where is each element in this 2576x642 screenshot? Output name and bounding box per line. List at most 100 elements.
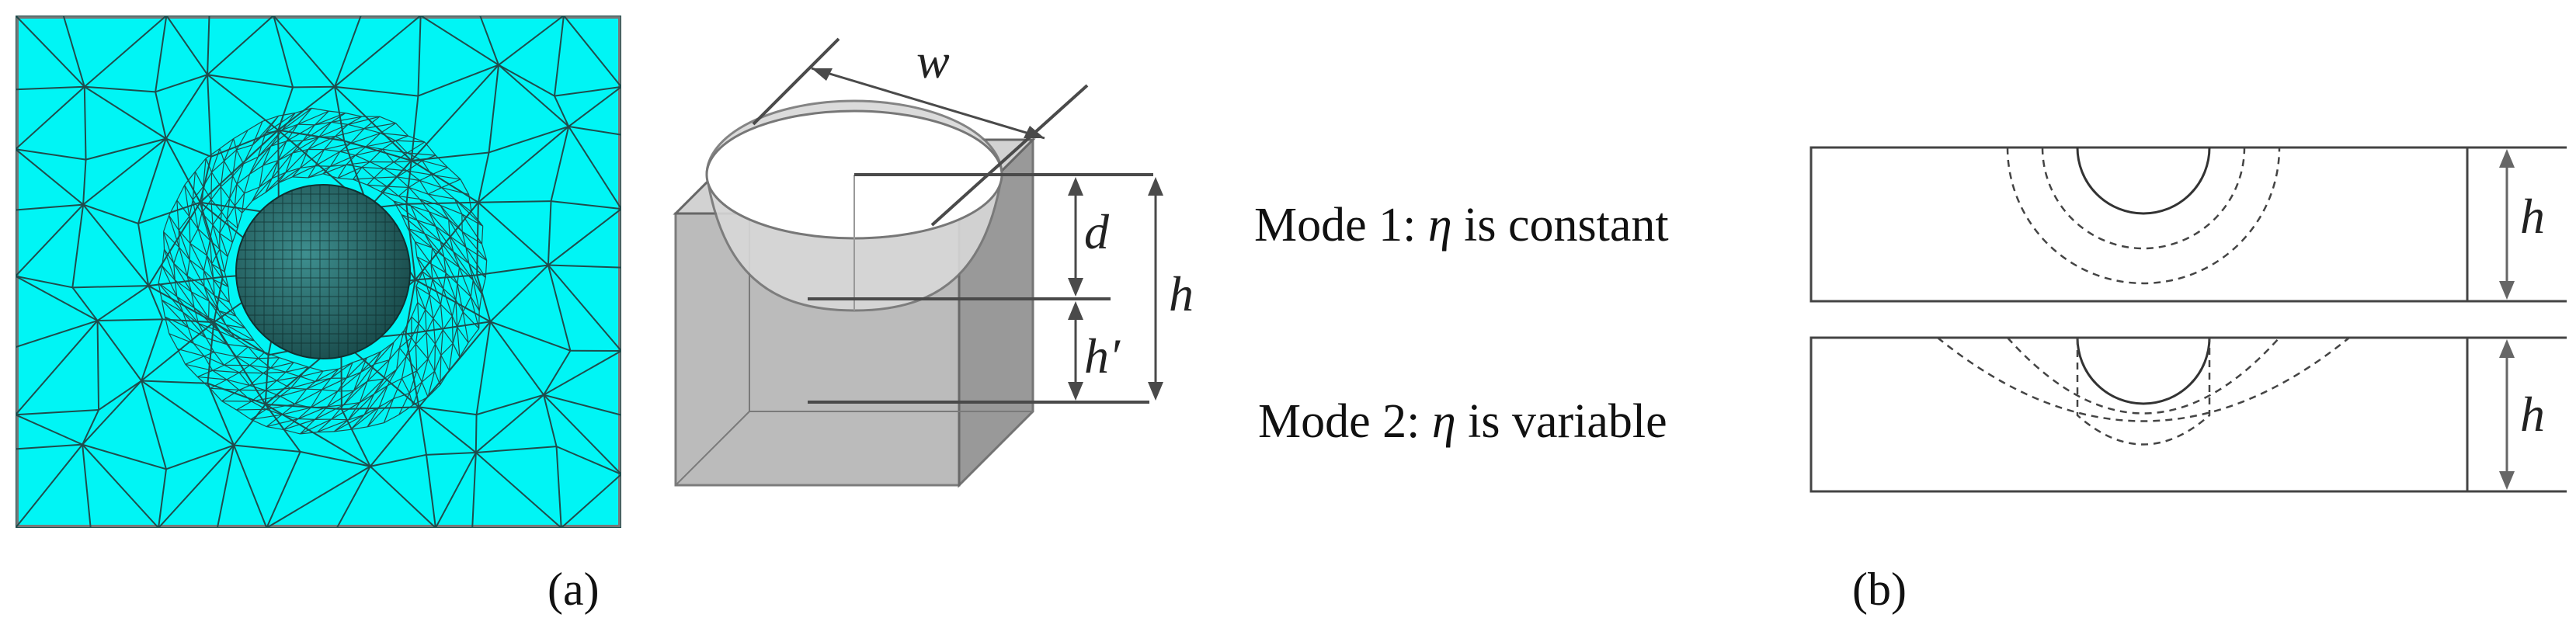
mesh-edge: [300, 432, 318, 435]
mesh-edge: [457, 327, 461, 358]
mesh-edge: [435, 452, 477, 528]
mesh-edge: [393, 330, 405, 343]
mesh-edge: [249, 373, 264, 387]
mesh-edge: [462, 311, 469, 343]
mesh-edge: [189, 216, 199, 230]
mesh-edge: [265, 172, 287, 193]
mesh-edge: [433, 318, 443, 331]
mesh-edge: [213, 279, 229, 287]
mesh-edge: [556, 446, 621, 475]
mesh-edge: [478, 293, 482, 311]
mesh-edge: [452, 327, 458, 344]
mesh-edge: [83, 86, 87, 160]
mesh-edge: [141, 319, 164, 381]
mesh-edge: [334, 85, 419, 97]
mesh-edge: [453, 252, 461, 268]
mesh-edge: [406, 201, 478, 205]
mesh-edge: [294, 388, 308, 404]
mesh-edge: [265, 403, 342, 411]
mesh-edge: [334, 429, 351, 432]
mesh-edge: [346, 357, 367, 379]
mesh-edge: [300, 165, 316, 168]
mesh-edge: [543, 394, 621, 475]
mesh-edge: [292, 137, 319, 154]
mesh-edge: [177, 349, 186, 365]
mesh-edge: [155, 74, 208, 93]
mesh-edge: [337, 377, 347, 392]
mesh-edge: [176, 296, 200, 324]
mesh-edge: [369, 161, 384, 169]
mesh-edge: [554, 85, 621, 97]
mesh-edge: [137, 201, 201, 224]
mesh-edge: [408, 186, 429, 195]
mesh-edge: [183, 311, 207, 338]
mesh-edge: [283, 429, 301, 435]
mesh-edge: [359, 378, 384, 403]
mesh-edge: [367, 184, 382, 193]
mesh-edge: [306, 380, 316, 390]
mesh-edge: [165, 316, 189, 328]
mesh-edge: [233, 404, 266, 446]
mesh-edge: [414, 241, 432, 265]
mesh-edge: [430, 263, 433, 279]
mesh-edge: [322, 165, 331, 175]
mesh-edge: [233, 129, 249, 140]
mesh-edge: [334, 16, 362, 88]
mesh-edge: [141, 380, 235, 446]
mode-1-label: Mode 1: η is constant: [1254, 198, 1669, 253]
mesh-edge: [420, 16, 499, 66]
mode-1-cavity: [2076, 147, 2211, 215]
mesh-edge: [311, 406, 328, 408]
mesh-edge: [353, 179, 368, 186]
mesh-edge: [189, 243, 207, 256]
mesh-edge: [311, 390, 339, 408]
mesh-edge: [367, 359, 390, 382]
mesh-edge: [314, 110, 329, 126]
mesh-edge: [322, 377, 332, 390]
mesh-edge: [408, 370, 418, 394]
mode-cross-sections: h h: [1809, 146, 2567, 493]
mesh-edge: [342, 390, 355, 406]
h-label: h: [1169, 266, 1194, 321]
mesh-edge: [426, 318, 434, 333]
mesh-edge: [443, 272, 447, 289]
mesh-edge: [251, 395, 280, 402]
mesh-edge: [498, 64, 569, 127]
mesh-edge: [285, 371, 301, 377]
mesh-edge: [212, 211, 222, 225]
mesh-edge: [346, 372, 361, 379]
mesh-edge: [457, 283, 471, 297]
mesh-edge: [285, 152, 294, 173]
mesh-edge: [262, 367, 271, 374]
mesh-edge: [259, 178, 273, 188]
mesh-edge: [461, 231, 467, 248]
mesh-edge: [489, 321, 571, 352]
mesh-edge: [454, 198, 484, 227]
mesh-edge: [461, 231, 488, 261]
mesh-edge: [414, 241, 418, 257]
mesh-edge: [455, 283, 458, 300]
mesh-edge: [415, 323, 419, 345]
mesh-edge: [363, 123, 396, 130]
mesh-edge: [206, 240, 211, 256]
mesh-edge: [212, 370, 228, 380]
mesh-edge: [16, 409, 99, 416]
mesh-edge: [16, 85, 85, 91]
mesh-edge: [353, 364, 374, 391]
mesh-edge: [395, 123, 408, 137]
mesh-edge: [322, 377, 347, 390]
mesh-edge: [236, 149, 244, 165]
mesh-edge: [205, 158, 213, 173]
mesh-edge: [283, 418, 315, 431]
mesh-edge: [178, 230, 191, 244]
mesh-edge: [398, 337, 412, 349]
mesh-edge: [434, 343, 442, 356]
mesh-edge: [468, 263, 482, 295]
mesh-edge: [398, 196, 412, 206]
mesh-edge: [333, 419, 349, 432]
mesh-edge: [189, 243, 205, 271]
mesh-edge: [416, 220, 436, 227]
mesh-edge: [338, 362, 353, 370]
mesh-edge: [300, 370, 324, 377]
mesh-edge: [427, 384, 441, 397]
